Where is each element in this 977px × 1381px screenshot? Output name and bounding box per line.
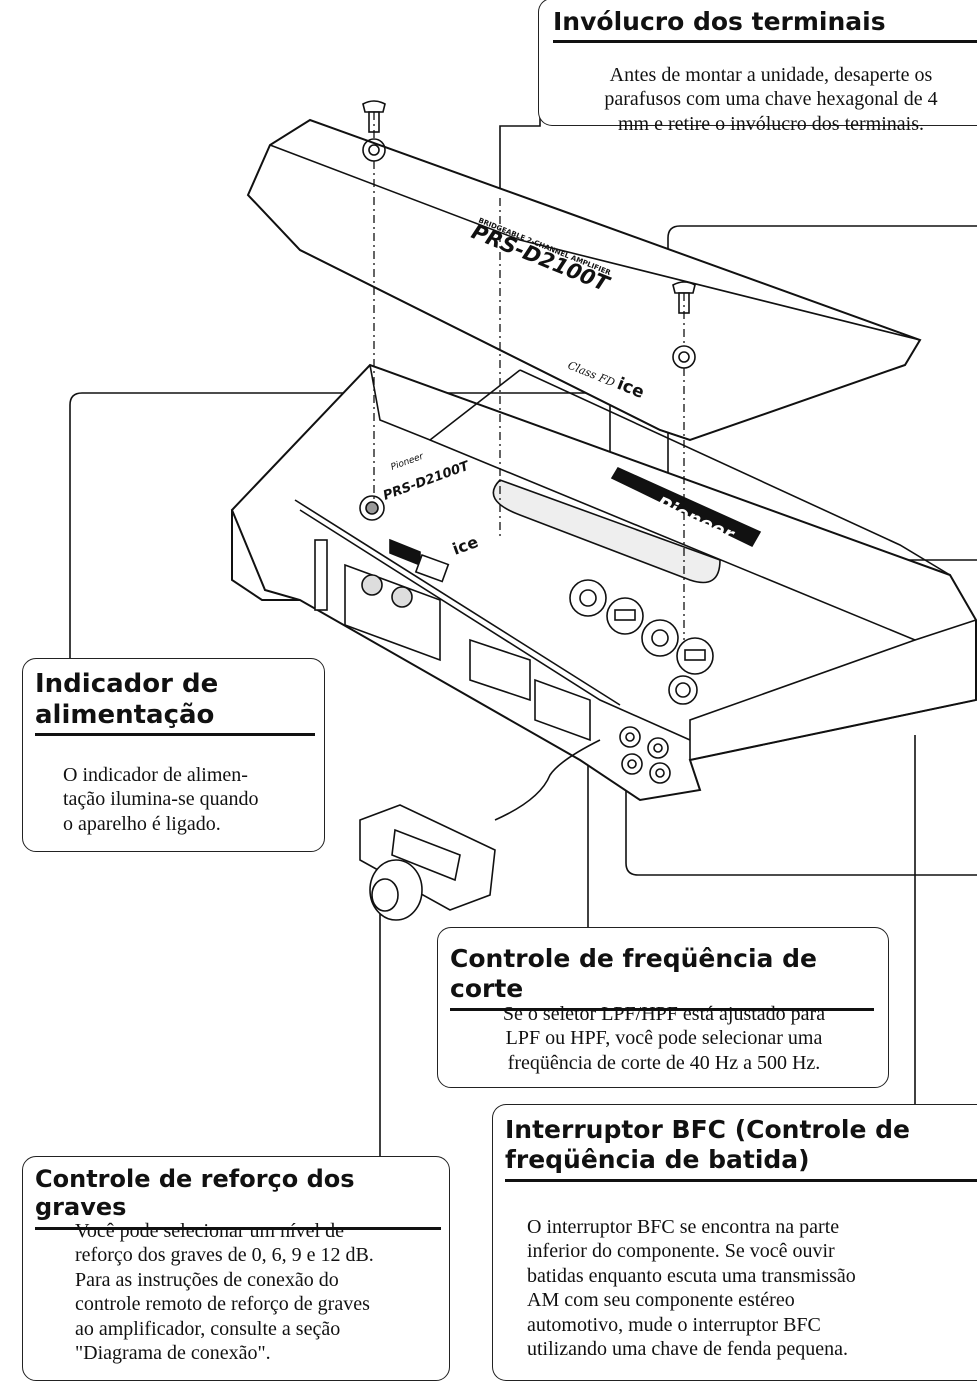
title-line: Interruptor BFC (Controle de <box>505 1115 910 1144</box>
terminal-cover-callout: Invólucro dos terminais Antes de montar … <box>538 0 977 135</box>
text-line: AM com seu componente estéreo <box>527 1289 795 1312</box>
text-line: mm e retire o invólucro dos terminais. <box>617 112 925 135</box>
bfc-switch-callout: Interruptor BFC (Controle de freqüência … <box>492 1104 977 1381</box>
text-line: ao amplificador, consulte a seção <box>75 1317 341 1340</box>
text-line: reforço dos graves de 0, 6, 9 e 12 dB. <box>75 1244 374 1267</box>
title-line: alimentação <box>35 699 215 730</box>
cutoff-frequency-title: Controle de freqüência de corte <box>450 944 874 1011</box>
bfc-switch-text: O interruptor BFC se encontra na parte i… <box>527 1215 967 1361</box>
text-line: Antes de montar a unidade, desaperte os <box>609 64 933 86</box>
text-line: inferior do componente. Se você ouvir <box>527 1240 835 1263</box>
leader-terminal-cover <box>499 110 541 198</box>
text-line: Para as instruções de conexão do <box>75 1268 339 1291</box>
cutoff-frequency-text: Se o seletor LPF/HPF está ajustado para … <box>450 1002 878 1075</box>
text-line: parafusos com uma chave hexagonal de 4 <box>604 88 938 111</box>
leader-right-bottom <box>625 690 977 876</box>
text-line: freqüência de corte de 40 Hz a 500 Hz. <box>507 1051 821 1074</box>
text-line: batidas enquanto escuta uma transmissão <box>527 1264 856 1287</box>
title-line: Indicador de <box>35 669 219 699</box>
terminal-cover-text: Antes de montar a unidade, desaperte os … <box>571 63 971 136</box>
power-indicator-callout: Indicador de alimentação O indicador de … <box>22 658 325 852</box>
text-line: tação ilumina-se quando <box>63 788 259 811</box>
text-line: o aparelho é ligado. <box>63 812 221 835</box>
bfc-switch-title: Interruptor BFC (Controle de freqüência … <box>505 1115 977 1182</box>
text-line: utilizando uma chave de fenda pequena. <box>527 1337 848 1360</box>
text-line: O indicador de alimen- <box>63 764 248 786</box>
text-line: LPF ou HPF, você pode selecionar uma <box>505 1027 823 1050</box>
bass-boost-title: Controle de reforço dos graves <box>35 1165 441 1230</box>
text-line: O interruptor BFC se encontra na parte <box>527 1216 840 1238</box>
power-indicator-title: Indicador de alimentação <box>35 669 315 737</box>
text-line: Você pode selecionar um nível de <box>75 1220 344 1242</box>
terminal-cover-title: Invólucro dos terminais <box>553 7 977 43</box>
cutoff-frequency-callout: Controle de freqüência de corte Se o sel… <box>437 927 889 1088</box>
text-line: Se o seletor LPF/HPF está ajustado para <box>502 1003 826 1025</box>
leader-right-top <box>667 225 977 598</box>
bass-boost-text: Você pode selecionar um nível de reforço… <box>75 1219 445 1365</box>
bass-boost-callout: Controle de reforço dos graves Você pode… <box>22 1156 450 1381</box>
text-line: controle remoto de reforço de graves <box>75 1293 370 1316</box>
text-line: automotivo, mude o interruptor BFC <box>527 1313 821 1336</box>
title-line: freqüência de batida) <box>505 1144 810 1174</box>
power-indicator-text: O indicador de alimen- tação ilumina-se … <box>63 763 323 836</box>
text-line: "Diagrama de conexão". <box>75 1341 271 1364</box>
